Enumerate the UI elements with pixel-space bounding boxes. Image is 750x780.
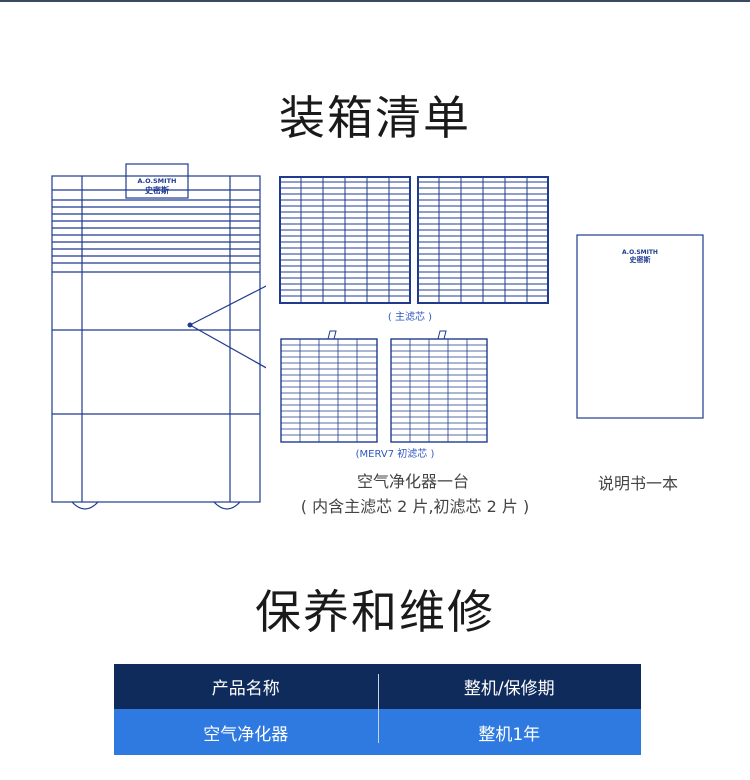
top-divider — [0, 0, 750, 2]
prefilter-left-illustration — [280, 330, 378, 443]
purifier-caption: 空气净化器一台 — [356, 472, 469, 491]
header-warranty-period: 整机/保修期 — [463, 679, 555, 699]
table-row: 空气净化器 整机1年 — [114, 709, 641, 755]
header-product-name: 产品名称 — [211, 679, 280, 699]
manual-brand-en: A.O.SMITH — [622, 249, 658, 256]
manual-caption: 说明书一本 — [597, 474, 678, 493]
cell-product-name: 空气净化器 — [203, 724, 289, 745]
prefilter-right-illustration — [390, 330, 488, 443]
purifier-brand-cn: 史密斯 — [145, 185, 169, 195]
manual-illustration: A.O.SMITH 史密斯 — [576, 234, 704, 419]
main-filter-label: ( 主滤芯 ) — [387, 312, 433, 323]
header-divider — [378, 674, 379, 709]
cell-warranty-period: 整机1年 — [478, 724, 541, 745]
purifier-brand-en: A.O.SMITH — [138, 177, 177, 185]
main-filter-right-illustration — [417, 176, 549, 304]
warranty-table: 产品名称 整机/保修期 空气净化器 整机1年 — [114, 664, 641, 755]
manual-brand-cn: 史密斯 — [630, 255, 651, 264]
main-filter-left-illustration — [279, 176, 411, 304]
purifier-contents-caption: ( 内含主滤芯 2 片,初滤芯 2 片 ) — [300, 497, 530, 516]
maintenance-title: 保养和维修 — [255, 585, 495, 639]
prefilter-label: (MERV7 初滤芯 ) — [355, 449, 435, 460]
table-header-row: 产品名称 整机/保修期 — [114, 664, 641, 709]
air-purifier-illustration: A.O.SMITH 史密斯 — [51, 163, 266, 510]
packing-list-title: 装箱清单 — [279, 91, 471, 145]
row-divider — [378, 709, 379, 743]
